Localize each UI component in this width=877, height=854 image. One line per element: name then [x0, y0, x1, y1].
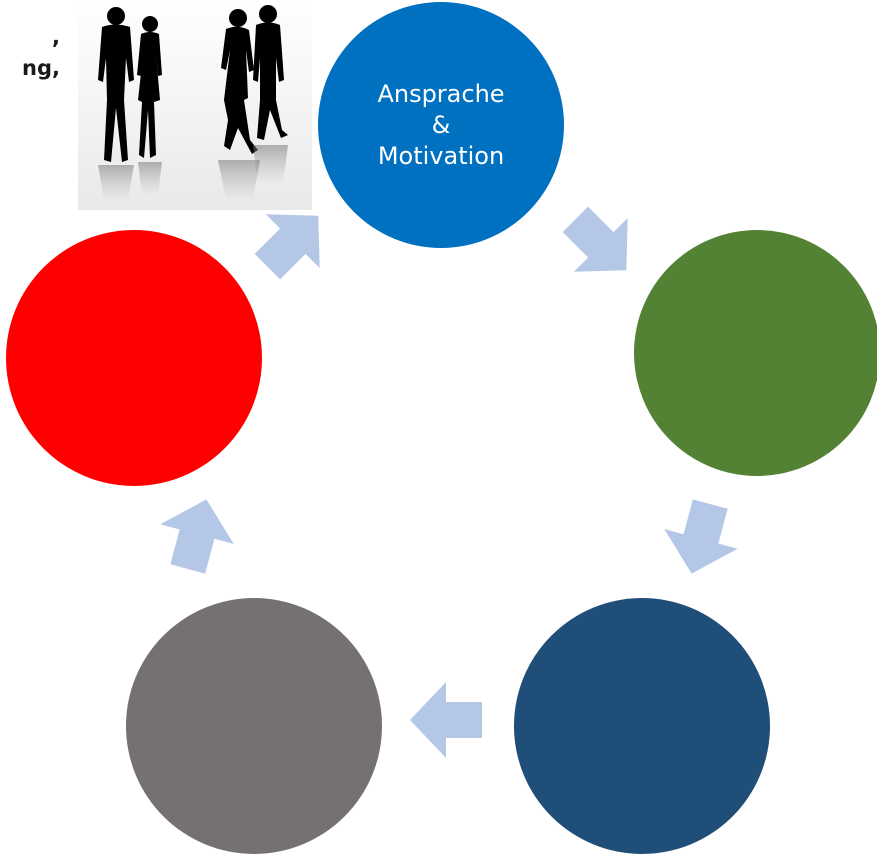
cycle-step-circle-5: [6, 230, 262, 486]
cycle-arrow-5: [160, 499, 234, 574]
cycle-step-label-1: Ansprache & Motivation: [377, 79, 505, 170]
cycle-step-circle-4: [126, 598, 382, 854]
cycle-arrow-4: [410, 682, 482, 758]
cycle-step-circle-2: [634, 230, 877, 476]
cycle-step-circle-1: Ansprache & Motivation: [318, 2, 564, 248]
people-silhouettes-image: [78, 0, 312, 210]
cycle-arrow-3: [664, 499, 738, 574]
people-silhouettes-icon: [78, 0, 312, 210]
cropped-text-fragment: , ng,: [22, 25, 60, 80]
cycle-step-circle-3: [514, 598, 770, 854]
cycle-arrow-2: [562, 206, 628, 272]
